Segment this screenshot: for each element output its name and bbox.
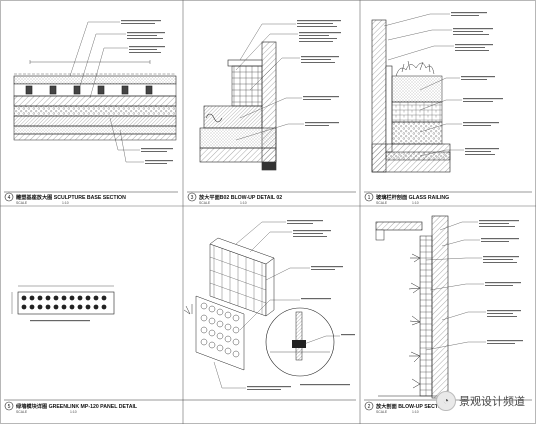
svg-text:1:10: 1:10 bbox=[412, 410, 419, 414]
panel-number: 1 bbox=[368, 195, 371, 201]
panel-title: 雕塑基座放大图 SCULPTURE BASE SECTION bbox=[16, 193, 126, 201]
glass-railing-drawing bbox=[371, 12, 503, 173]
title-bar-sculpture: 4 雕塑基座放大图 SCULPTURE BASE SECTION SCALE 1… bbox=[4, 191, 178, 205]
panel-title: 放大剖面 BLOW-UP SECTION bbox=[375, 402, 448, 410]
panel-number: 3 bbox=[191, 195, 194, 201]
title-bar-blowup-detail: 3 放大平面B02 BLOW-UP DETAIL 02 SCALE 1:10 bbox=[187, 191, 356, 205]
sculpture-base-drawing bbox=[13, 20, 177, 164]
title-bar-greenlink-panel: 5 绿墙模块详图 GREENLINK MP-120 PANEL DETAIL S… bbox=[4, 399, 356, 414]
watermark: ◔ 景观设计频道 bbox=[436, 388, 536, 414]
svg-text:1:10: 1:10 bbox=[412, 201, 419, 205]
panel-title: 绿墙模块详图 GREENLINK MP-120 PANEL DETAIL bbox=[16, 402, 138, 410]
svg-text:SCALE: SCALE bbox=[199, 201, 211, 205]
blowup-section-drawing bbox=[375, 215, 523, 399]
watermark-text: 景观设计频道 bbox=[459, 395, 525, 408]
panel-title: 玻璃栏杆剖面 GLASS RAILING bbox=[376, 193, 449, 201]
title-bar-glass-railing: 1 玻璃栏杆剖面 GLASS RAILING SCALE 1:10 bbox=[364, 191, 532, 205]
wechat-icon: ◔ bbox=[436, 391, 456, 411]
panel-number: 4 bbox=[8, 195, 11, 201]
svg-text:SCALE: SCALE bbox=[376, 410, 388, 414]
svg-text:SCALE: SCALE bbox=[376, 201, 388, 205]
svg-text:1:10: 1:10 bbox=[70, 410, 77, 414]
blowup-detail-drawing bbox=[199, 20, 341, 171]
svg-text:1:10: 1:10 bbox=[240, 201, 247, 205]
svg-text:SCALE: SCALE bbox=[16, 410, 28, 414]
panel-title: 放大平面B02 BLOW-UP DETAIL 02 bbox=[198, 193, 282, 201]
panel-number: 5 bbox=[8, 404, 11, 410]
svg-text:1:10: 1:10 bbox=[62, 201, 69, 205]
svg-text:SCALE: SCALE bbox=[16, 201, 28, 205]
panel-number: 2 bbox=[368, 404, 371, 410]
greenlink-panel-drawing bbox=[11, 220, 355, 390]
